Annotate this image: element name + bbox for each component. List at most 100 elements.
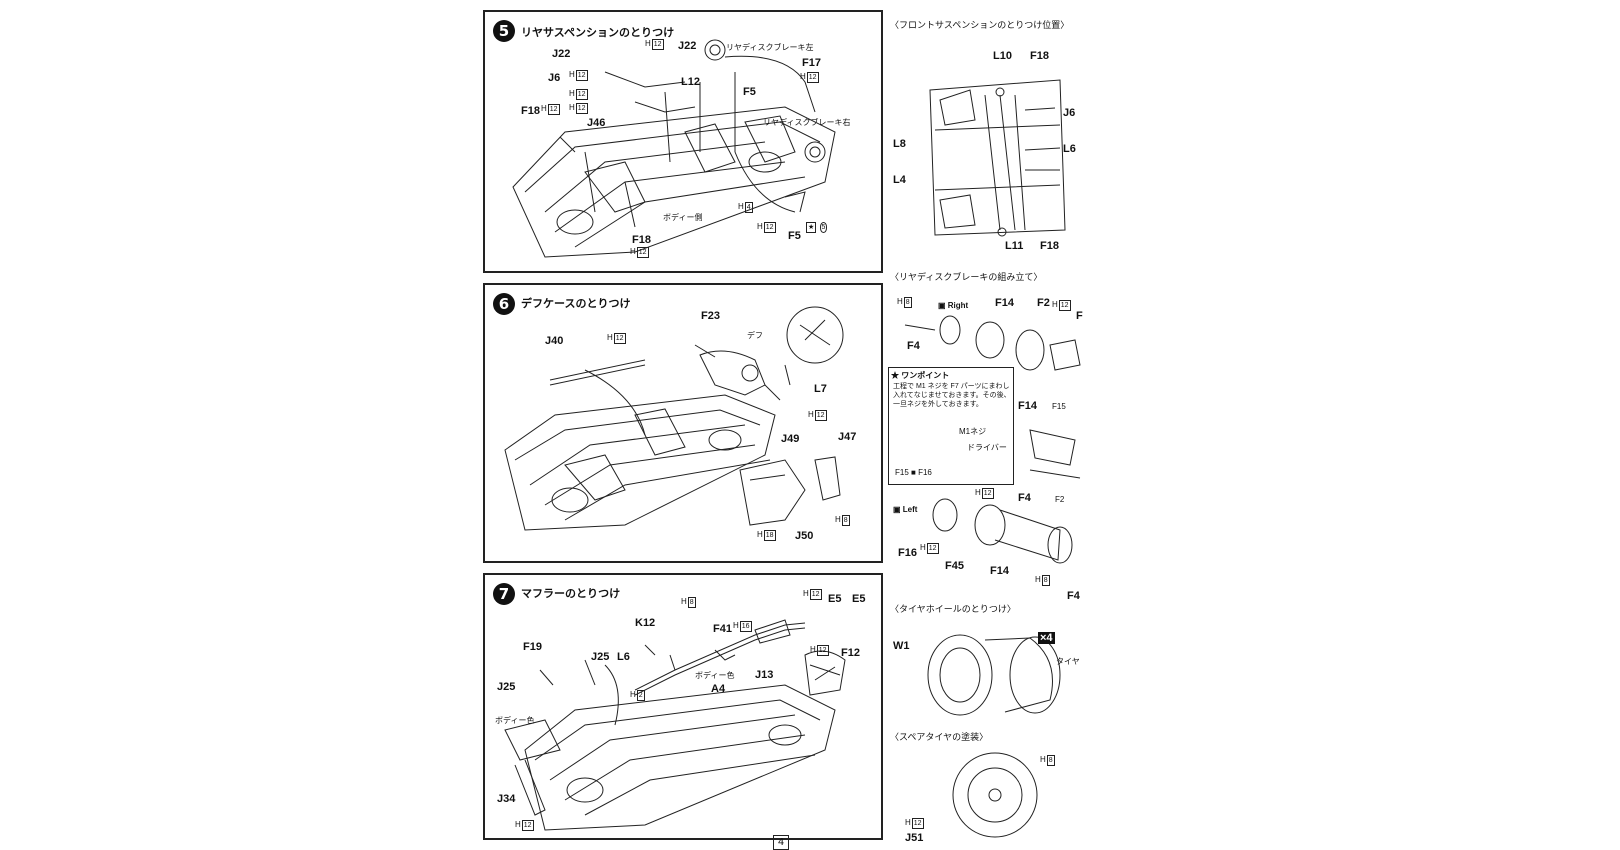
- part-label-j40: J40: [545, 335, 564, 347]
- brake-label-f2: F2: [1037, 297, 1050, 309]
- front-suspension-title: 〈フロントサスペンションのとりつけ位置〉: [890, 21, 1070, 31]
- front-label-f18-a: F18: [1030, 50, 1049, 62]
- part-label-a4: A4: [711, 683, 726, 695]
- front-label-f18-b: F18: [1040, 240, 1059, 252]
- brake-label-f16: F16: [898, 547, 917, 559]
- front-label-l10: L10: [993, 50, 1012, 62]
- part-label-j25-a: J25: [591, 651, 610, 663]
- onepoint-parts: F15 ■ F16: [895, 468, 932, 477]
- part-label-f17: F17: [802, 57, 821, 69]
- part-label-f5-a: F5: [743, 86, 756, 98]
- rear-brake-title: 〈リヤディスクブレーキの組み立て〉: [890, 273, 1043, 283]
- part-label-j22-b: J22: [678, 40, 697, 52]
- brake-label-f4-b: F4: [1018, 492, 1031, 504]
- part-label-l12: L12: [681, 76, 700, 88]
- brake-label-f45: F45: [945, 560, 964, 572]
- brake-label-f14-a: F14: [995, 297, 1014, 309]
- front-label-l11: L11: [1005, 240, 1024, 252]
- step5-chassis-drawing: [512, 39, 836, 258]
- brake-f2-tag: F2: [1055, 495, 1065, 504]
- part-label-l7: L7: [814, 383, 827, 395]
- part-label-j49: J49: [781, 433, 800, 445]
- part-label-j47: J47: [838, 431, 857, 443]
- brake-label-f-cut: F: [1076, 310, 1083, 322]
- part-label-e5-a: E5: [828, 593, 842, 605]
- part-label-f5-b: F5: [788, 230, 801, 242]
- brake-f15-tag: F15: [1052, 402, 1066, 411]
- part-label-j34: J34: [497, 793, 516, 805]
- tire-note: タイヤ: [1056, 657, 1080, 666]
- brake-right-tag: ▣ Right: [938, 301, 969, 310]
- part-label-f19: F19: [523, 641, 542, 653]
- onepoint-callout: ★ ワンポイント 工程で M1 ネジを F7 パーツにまわし入れてなじませておき…: [888, 367, 1014, 485]
- step5-number: 5: [493, 20, 515, 42]
- part-label-j50: J50: [795, 530, 814, 542]
- part-label-k12: K12: [635, 617, 656, 629]
- part-label-f18-a: F18: [521, 105, 540, 117]
- part-label-f41: F41: [713, 623, 732, 635]
- tire-label-w1: W1: [893, 640, 910, 652]
- brake-label-f4-a: F4: [907, 340, 920, 352]
- note-diff: デフ: [747, 331, 763, 340]
- part-label-f18-b: F18: [632, 234, 651, 246]
- brake-label-f4-c: F4: [1067, 590, 1080, 602]
- note-body-color-b: ボディー色: [495, 716, 535, 725]
- part-label-f23: F23: [701, 310, 720, 322]
- part-label-j6: J6: [548, 72, 561, 84]
- step5-panel: 5 リヤサスペンションのとりつけ: [483, 10, 883, 273]
- note-body-color-a: ボディー色: [695, 671, 735, 680]
- step7-number: 7: [493, 583, 515, 605]
- page-number: 4: [773, 835, 789, 850]
- front-label-l6: L6: [1063, 143, 1076, 155]
- note-body-side: ボディー側: [663, 213, 703, 222]
- step6-chassis-drawing: [504, 306, 844, 531]
- step6-title: デフケースのとりつけ: [521, 297, 631, 310]
- step7-chassis-drawing: [504, 619, 846, 831]
- spare-label-j51: J51: [905, 832, 924, 844]
- step6-number: 6: [493, 293, 515, 315]
- note-rear-brake-left: リヤディスクブレーキ左: [726, 43, 814, 52]
- step5-title: リヤサスペンションのとりつけ: [521, 26, 675, 39]
- part-label-j25-b: J25: [497, 681, 516, 693]
- brake-left-tag: ▣ Left: [893, 505, 918, 514]
- onepoint-title: ★ ワンポイント: [891, 371, 950, 380]
- part-label-j46: J46: [587, 117, 606, 129]
- brake-label-f14-b: F14: [1018, 400, 1037, 412]
- front-label-l8: L8: [893, 138, 906, 150]
- part-label-j22-a: J22: [552, 48, 571, 60]
- note-rear-brake-right: リヤディスクブレーキ右: [763, 118, 851, 127]
- onepoint-driver: ドライバー: [967, 443, 1007, 452]
- part-label-e5-b: E5: [852, 593, 866, 605]
- onepoint-m1-screw: M1ネジ: [959, 427, 987, 436]
- star-step5-tag: ★ 5: [806, 222, 828, 233]
- part-label-f12: F12: [841, 647, 860, 659]
- step7-title: マフラーのとりつけ: [521, 587, 621, 600]
- part-label-l6: L6: [617, 651, 630, 663]
